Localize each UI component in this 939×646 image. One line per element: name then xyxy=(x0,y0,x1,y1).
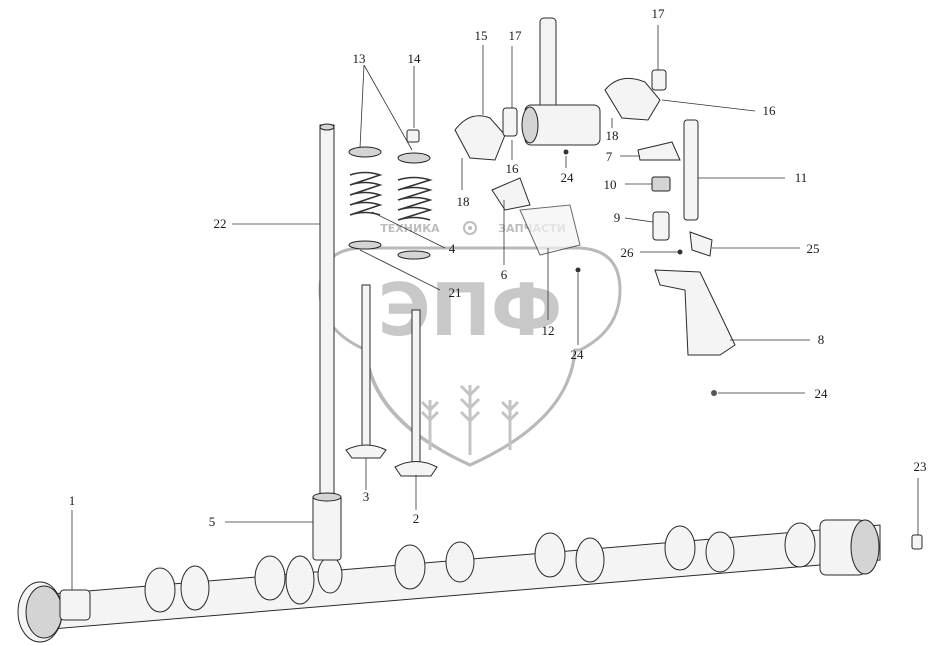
callout-3: 3 xyxy=(363,489,370,504)
rocker-bracket-6 xyxy=(491,177,581,256)
callout-4: 4 xyxy=(449,241,456,256)
callout-16a: 16 xyxy=(506,161,520,176)
callout-17a: 17 xyxy=(509,28,523,43)
callout-24b: 24 xyxy=(571,347,585,362)
callout-1: 1 xyxy=(69,493,76,508)
callout-8: 8 xyxy=(818,332,825,347)
exhaust-valve xyxy=(394,309,438,477)
bushing-9 xyxy=(652,211,670,241)
callout-14: 14 xyxy=(408,51,422,66)
camshaft xyxy=(17,519,881,643)
callout-22: 22 xyxy=(214,216,227,231)
bracket-7 xyxy=(637,141,681,161)
callout-24a: 24 xyxy=(561,170,575,185)
adjuster-25 xyxy=(677,231,713,257)
plug-23 xyxy=(911,534,923,550)
callout-21: 21 xyxy=(449,285,462,300)
wheat-icon xyxy=(420,384,520,455)
callout-18b: 18 xyxy=(606,128,619,143)
watermark-logo: ЭПФ ТЕХНИКА ЗАПЧАСТИ xyxy=(318,221,622,467)
rocker-shaft-assembly xyxy=(521,17,601,154)
tappet xyxy=(312,492,342,561)
callout-labels: 1 2 3 4 5 6 7 8 9 10 11 12 13 14 15 16 1… xyxy=(69,6,927,529)
callout-25: 25 xyxy=(807,241,820,256)
callout-11: 11 xyxy=(795,170,808,185)
callout-13: 13 xyxy=(353,51,366,66)
callout-2: 2 xyxy=(413,511,420,526)
callout-17b: 17 xyxy=(652,6,666,21)
callout-24c: 24 xyxy=(815,386,829,401)
callout-6: 6 xyxy=(501,267,508,282)
pins-24 xyxy=(563,149,717,396)
callout-16b: 16 xyxy=(763,103,777,118)
push-rod xyxy=(319,123,335,501)
callout-15: 15 xyxy=(475,28,488,43)
camshaft-lobes xyxy=(144,522,816,613)
callout-12: 12 xyxy=(542,323,555,338)
callout-23: 23 xyxy=(914,459,927,474)
leader-lines xyxy=(71,25,919,590)
watermark-logo-text: ЭПФ xyxy=(378,268,563,352)
rocker-support-8 xyxy=(654,269,736,356)
valve-springs xyxy=(348,129,433,260)
nut-10 xyxy=(651,176,671,192)
watermark-left-text: ТЕХНИКА xyxy=(380,222,440,235)
rocker-arm-left xyxy=(454,107,518,161)
callout-9: 9 xyxy=(614,210,621,225)
callout-5: 5 xyxy=(209,514,216,529)
callout-7: 7 xyxy=(606,149,613,164)
callout-18a: 18 xyxy=(457,194,470,209)
gear-icon xyxy=(463,221,477,235)
rocker-shaft-stud xyxy=(683,119,699,221)
intake-valve xyxy=(345,284,387,459)
callout-10: 10 xyxy=(604,177,617,192)
rocker-arm-right xyxy=(604,69,667,121)
callout-26: 26 xyxy=(621,245,635,260)
